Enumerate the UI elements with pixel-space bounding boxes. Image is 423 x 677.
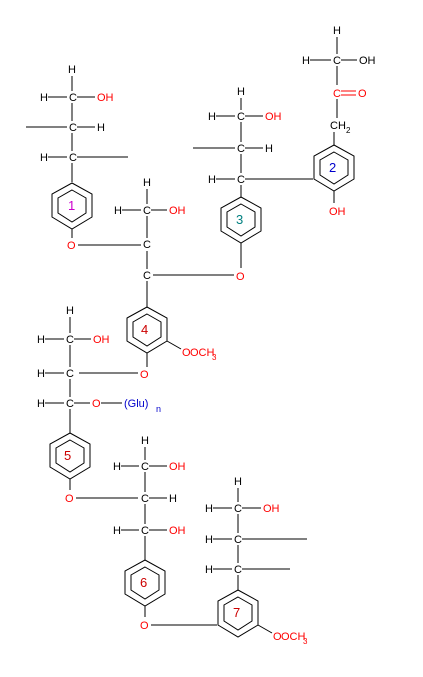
atom-h: H bbox=[333, 25, 341, 37]
atom-c: C bbox=[234, 534, 242, 546]
atom-c: C bbox=[237, 174, 245, 186]
ring-label-4: 4 bbox=[141, 322, 148, 337]
unit-linker-lower: H H C OH C H H C OH 6 O bbox=[113, 435, 217, 632]
unit-2: H H C OH C O CH 2 2 OH bbox=[302, 25, 376, 218]
atom-h: H bbox=[237, 86, 245, 98]
atom-oh: OH bbox=[169, 461, 186, 473]
atom-c: C bbox=[69, 92, 77, 104]
atom-c: C bbox=[66, 368, 74, 380]
atom-h: H bbox=[66, 305, 74, 317]
methoxy-subscript: 3 bbox=[303, 637, 308, 646]
atom-h: H bbox=[40, 92, 48, 104]
ring-6: 6 bbox=[124, 559, 166, 607]
atom-h: H bbox=[205, 503, 213, 515]
atom-h: H bbox=[205, 534, 213, 546]
atom-h: H bbox=[208, 174, 216, 186]
atom-c: C bbox=[141, 461, 149, 473]
atom-c: C bbox=[333, 88, 341, 100]
atom-c: C bbox=[237, 143, 245, 155]
atom-oh: OH bbox=[169, 205, 186, 217]
atom-h: H bbox=[114, 205, 122, 217]
atom-c: C bbox=[141, 493, 149, 505]
atom-o: O bbox=[92, 398, 101, 410]
methoxy-subscript: 3 bbox=[212, 353, 217, 362]
atom-o: O bbox=[273, 631, 282, 643]
atom-c: C bbox=[143, 270, 151, 282]
unit-1: H H C OH C H H C 1 O bbox=[26, 64, 141, 252]
atom-h: H bbox=[97, 122, 105, 134]
atom-oh: OH bbox=[263, 503, 280, 515]
unit-3: H H C OH C H H C 3 O bbox=[193, 86, 313, 283]
ring-4: 4 bbox=[126, 306, 168, 354]
ring-2: 2 bbox=[313, 144, 355, 192]
atom-c: C bbox=[141, 525, 149, 537]
atom-o: O bbox=[140, 369, 149, 381]
ring-label-5: 5 bbox=[64, 448, 71, 463]
ring-7: 7 bbox=[217, 589, 259, 638]
ch2-subscript: 2 bbox=[346, 126, 351, 135]
atom-oh: OH bbox=[169, 525, 186, 537]
atom-c: C bbox=[66, 398, 74, 410]
atom-c: C bbox=[234, 503, 242, 515]
atom-o: O bbox=[67, 240, 76, 252]
atom-h: H bbox=[141, 435, 149, 447]
ch2-label: CH bbox=[330, 120, 346, 132]
ring-label-6: 6 bbox=[140, 575, 147, 590]
atom-c: C bbox=[66, 334, 74, 346]
atom-h: H bbox=[68, 64, 76, 76]
ring-5: 5 bbox=[49, 432, 91, 480]
atom-c: C bbox=[234, 564, 242, 576]
atom-oh: OH bbox=[265, 111, 282, 123]
atom-c: C bbox=[143, 239, 151, 251]
atom-o: O bbox=[182, 347, 191, 359]
ring-label-3: 3 bbox=[236, 212, 243, 227]
atom-oh: OH bbox=[359, 55, 376, 67]
unit-linker-upper: H H C OH C C 4 O OCH 3 O bbox=[79, 177, 234, 381]
ring-1: 1 bbox=[51, 182, 93, 230]
glu-subscript: n bbox=[156, 404, 161, 414]
ring-3: 3 bbox=[220, 196, 262, 244]
atom-h: H bbox=[234, 476, 242, 488]
methoxy-label: OCH bbox=[190, 347, 215, 359]
atom-o: O bbox=[65, 493, 74, 505]
ring-label-2: 2 bbox=[329, 160, 336, 175]
atom-h: H bbox=[113, 461, 121, 473]
unit-7: H H C OH H C H C 7 O OCH 3 bbox=[205, 476, 308, 646]
atom-c: C bbox=[69, 122, 77, 134]
atom-h: H bbox=[302, 55, 310, 67]
ring-label-1: 1 bbox=[68, 198, 75, 213]
atom-c: C bbox=[237, 111, 245, 123]
atom-h: H bbox=[37, 368, 45, 380]
methoxy-label: OCH bbox=[281, 631, 306, 643]
atom-h: H bbox=[205, 564, 213, 576]
atom-c: C bbox=[69, 152, 77, 164]
atom-h: H bbox=[208, 111, 216, 123]
atom-c: C bbox=[143, 205, 151, 217]
atom-c: C bbox=[333, 55, 341, 67]
atom-oh: OH bbox=[93, 334, 110, 346]
atom-o: O bbox=[236, 271, 245, 283]
atom-oh: OH bbox=[97, 92, 114, 104]
atom-o: O bbox=[140, 620, 149, 632]
atom-h: H bbox=[37, 398, 45, 410]
atom-h: H bbox=[143, 177, 151, 189]
atom-oh: OH bbox=[329, 206, 346, 218]
atom-o: O bbox=[358, 88, 367, 100]
atom-h: H bbox=[40, 152, 48, 164]
atom-h: H bbox=[265, 143, 273, 155]
atom-h: H bbox=[113, 525, 121, 537]
atom-h: H bbox=[169, 493, 177, 505]
ring-label-7: 7 bbox=[233, 605, 240, 620]
atom-h: H bbox=[37, 334, 45, 346]
unit-5: H H C OH H C H C O (Glu) n 5 O bbox=[37, 305, 161, 505]
glu-label: (Glu) bbox=[124, 398, 148, 410]
